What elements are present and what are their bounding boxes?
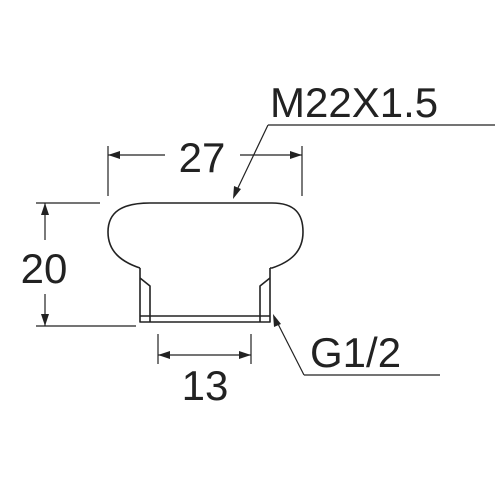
fitting-part	[107, 202, 304, 323]
top-width-dimension	[107, 146, 303, 196]
dimension-label-top-width: 27	[179, 134, 226, 181]
top-thread-leader-diagonal	[235, 124, 269, 193]
thread-line-right	[259, 277, 271, 322]
arrowhead-height-top	[41, 203, 49, 215]
callout-bottom-thread: G1/2	[310, 329, 401, 376]
arrowhead-height-bottom	[41, 314, 49, 326]
arrowhead-top-right	[290, 151, 302, 159]
thread-line-left	[139, 277, 151, 322]
bottom-thread-leader-diagonal	[275, 319, 305, 376]
top-thread-leader-arrowhead	[233, 186, 241, 199]
dimension-label-bottom-width: 13	[182, 362, 229, 409]
dimension-label-height: 20	[21, 245, 68, 292]
fitting-head-outline	[107, 202, 304, 269]
bottom-width-dimension	[157, 334, 252, 364]
callout-top-thread: M22X1.5	[270, 79, 438, 126]
arrowhead-top-left	[108, 151, 120, 159]
bottom-thread-leader	[273, 314, 440, 376]
fitting-stem-outline	[139, 268, 271, 323]
bottom-thread-leader-arrowhead	[273, 314, 281, 327]
arrowhead-bottom-right	[239, 351, 251, 359]
height-dimension	[36, 202, 136, 327]
top-thread-leader	[233, 124, 495, 199]
arrowhead-bottom-left	[158, 351, 170, 359]
